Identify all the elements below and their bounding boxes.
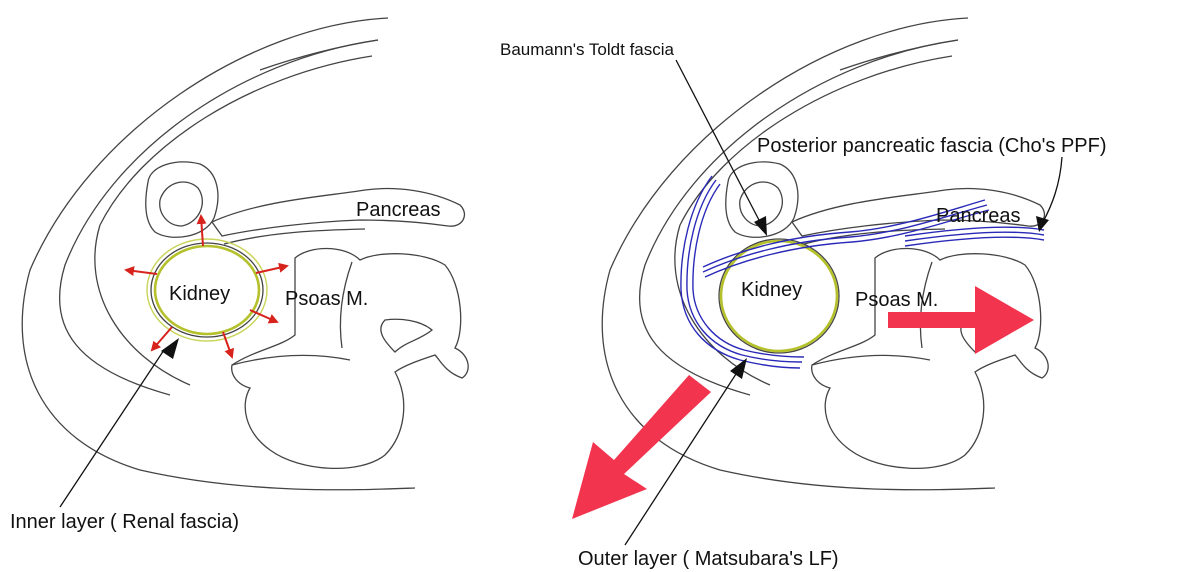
inner-layer-pointer-head: [161, 338, 179, 359]
left-psoas-label: Psoas M.: [285, 288, 368, 310]
toldt-leader-line: [676, 60, 760, 222]
red-arrow-down: [223, 332, 232, 357]
left-panel: Pancreas Kidney Psoas M. Inner layer ( R…: [10, 18, 468, 533]
left-kidney-label: Kidney: [169, 283, 230, 305]
toldt-fascia-label: Baumann's Toldt fascia: [500, 40, 675, 59]
outer-layer-pointer-head: [730, 358, 747, 379]
pink-arrow-down-left: [572, 375, 711, 519]
red-arrow-left: [126, 270, 157, 274]
outer-layer-caption: Outer layer ( Matsubara's LF): [578, 548, 839, 570]
inner-layer-leader-line: [60, 350, 164, 507]
ppf-leader-line: [1043, 157, 1062, 222]
right-kidney-label: Kidney: [741, 279, 802, 301]
inner-layer-caption: Inner layer ( Renal fascia): [10, 511, 239, 533]
left-inner-layer-pointer: [60, 338, 179, 507]
left-anatomy-outline: [22, 18, 468, 490]
right-pancreas-label: Pancreas: [936, 205, 1021, 227]
right-panel: Pancreas Kidney Psoas M. Baumann's Toldt…: [500, 18, 1107, 570]
right-psoas-label: Psoas M.: [855, 289, 938, 311]
ppf-label: Posterior pancreatic fascia (Cho's PPF): [757, 135, 1107, 157]
left-pancreas-label: Pancreas: [356, 199, 441, 221]
